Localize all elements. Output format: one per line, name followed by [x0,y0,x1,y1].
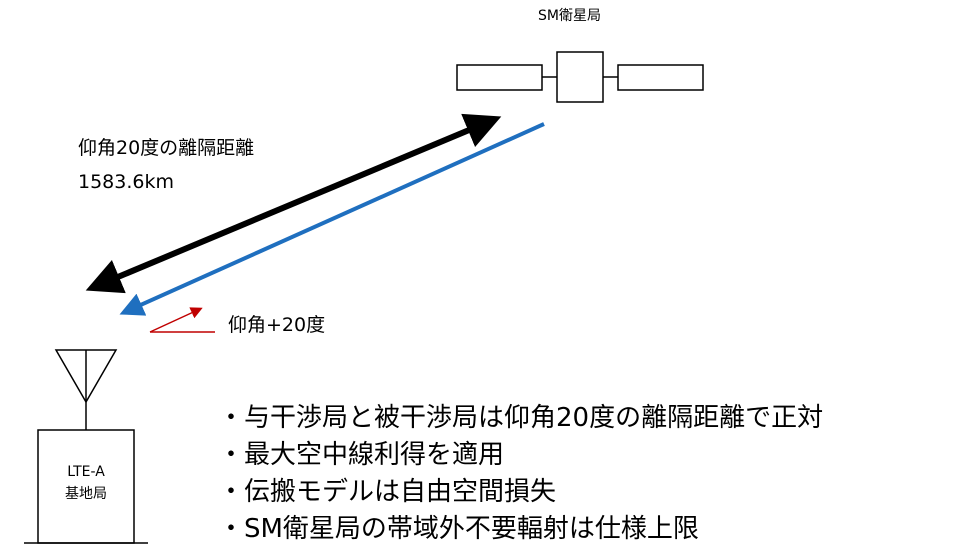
antenna-icon [54,349,118,430]
condition-item: ・伝搬モデルは自由空間損失 [218,477,557,507]
condition-item: ・与干渉局と被干渉局は仰角20度の離隔距離で正対 [218,403,824,433]
base-station-label-line2: 基地局 [65,486,107,502]
conditions-list: ・与干渉局と被干渉局は仰角20度の離隔距離で正対 ・最大空中線利得を適用 ・伝搬… [218,400,823,548]
separation-distance-value: 1583.6km [78,171,174,193]
elevation-angle-label: 仰角+20度 [228,314,326,336]
base-station-label-line1: LTE-A [67,464,105,480]
condition-item: ・SM衛星局の帯域外不要輻射は仕様上限 [218,514,699,544]
satellite-icon [456,51,704,103]
elevation-angle-icon [149,307,215,333]
condition-item: ・最大空中線利得を適用 [218,440,505,470]
satellite-left-panel [456,64,543,91]
separation-distance-label: 仰角20度の離隔距離 1583.6km [78,131,254,199]
base-station-label: LTE-A 基地局 [38,461,134,505]
base-station-icon [24,429,148,544]
separation-distance-arrow [85,113,502,294]
satellite-label: SM衛星局 [538,8,601,24]
elevation-arrow [149,307,203,333]
separation-distance-title: 仰角20度の離隔距離 [78,137,255,159]
satellite-right-panel [617,64,704,91]
interference-signal-arrow [119,122,545,316]
satellite-body [556,51,604,103]
